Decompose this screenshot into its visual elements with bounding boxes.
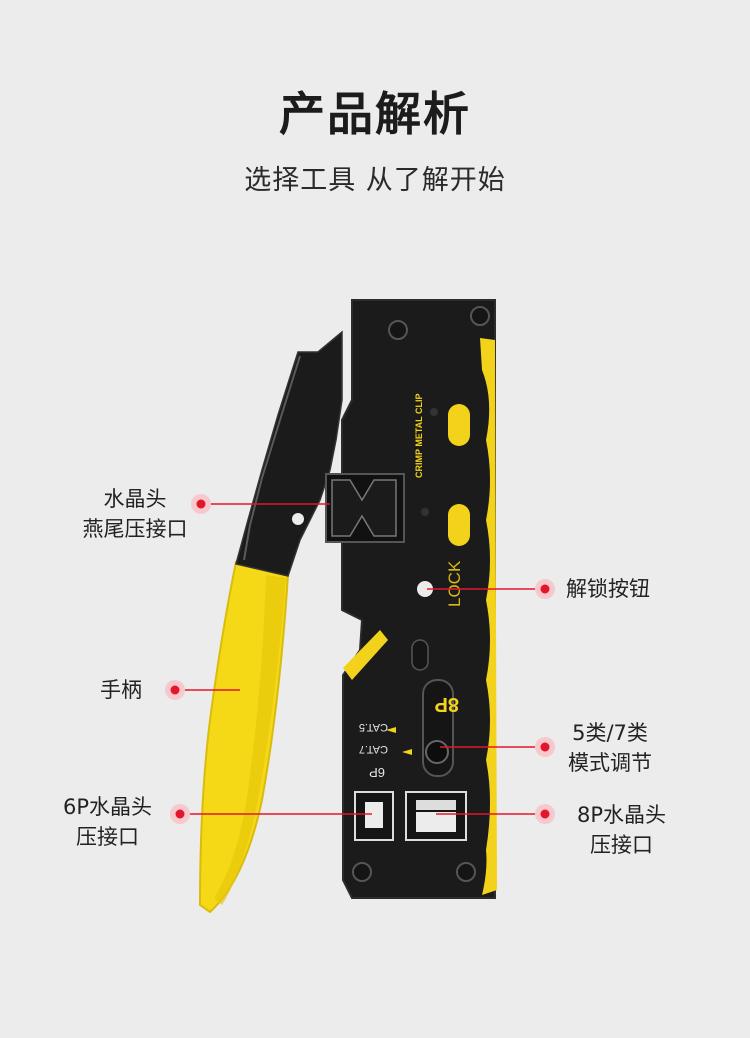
slot-upper [448, 404, 470, 446]
page-subtitle: 选择工具 从了解开始 [244, 165, 506, 196]
unlock-button [417, 581, 433, 597]
screw-bottom-left [352, 862, 372, 882]
callout-connector-dovetail-line2: 燕尾压接口 [82, 517, 188, 541]
callout-unlock-button-line1: 解锁按钮 [566, 577, 650, 601]
screw-top-left [388, 320, 408, 340]
callout-crimp-8p-line1: 8P水晶头 [576, 803, 667, 827]
lock-label: LOCK [445, 560, 464, 607]
callout-crimp-6p: 6P水晶头 压接口 [50, 792, 165, 852]
callout-handle: 手柄 [100, 675, 142, 705]
jaw-arm [235, 330, 343, 577]
slot-lower [448, 504, 470, 546]
screw-top-right [470, 306, 490, 326]
jaw-pivot-hole [292, 513, 304, 525]
jaw-edge-highlight [243, 355, 301, 561]
screw-bottom-right [456, 862, 476, 882]
callout-crimp-6p-line1: 6P水晶头 [62, 795, 153, 819]
crimp-metal-clip-label: CRIMP METAL CLIP [414, 393, 424, 478]
callout-handle-line1: 手柄 [100, 678, 142, 702]
callout-crimp-8p: 8P水晶头 压接口 [564, 800, 679, 860]
callout-unlock-button: 解锁按钮 [566, 574, 650, 604]
callout-mode-adjust: 5类/7类 模式调节 [560, 718, 660, 778]
callout-mode-adjust-line1: 5类/7类 [572, 721, 648, 745]
handle-shade [214, 575, 286, 905]
callout-crimp-8p-line2: 压接口 [590, 833, 653, 857]
callout-crimp-6p-line2: 压接口 [76, 825, 139, 849]
callout-markers [165, 494, 555, 824]
cat5-label: CAT.5 [359, 721, 388, 733]
callout-connector-dovetail-line1: 水晶头 [103, 487, 167, 511]
mode-adjust-knob [425, 740, 449, 764]
yellow-accent [343, 630, 388, 680]
page-title: 产品解析 [279, 87, 471, 141]
callout-mode-adjust-line2: 模式调节 [568, 751, 652, 775]
callout-connector-dovetail: 水晶头 燕尾压接口 [70, 484, 200, 544]
6p-port-label: 6P [369, 765, 385, 780]
yellow-rail [480, 338, 497, 895]
cat7-label: CAT.7 [359, 743, 388, 755]
8p-port-label: 8P [435, 693, 459, 715]
